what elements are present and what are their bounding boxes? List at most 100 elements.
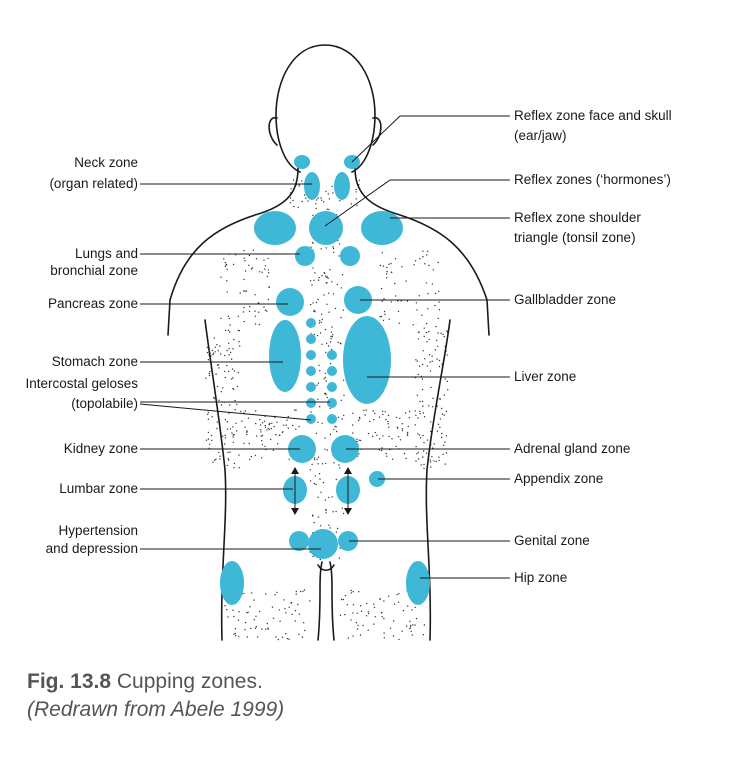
stipple-dot <box>240 410 242 413</box>
stipple-dot <box>259 271 261 273</box>
stipple-dot <box>256 636 259 638</box>
stipple-dot <box>216 421 219 423</box>
stipple-dot <box>320 248 322 250</box>
stipple-dot <box>313 310 315 313</box>
stipple-dot <box>328 198 331 200</box>
stipple-dot <box>319 558 321 561</box>
stipple-dot <box>328 208 330 211</box>
stipple-dot <box>340 287 343 289</box>
stipple-dot <box>309 600 311 602</box>
stipple-dot <box>438 456 440 458</box>
label-shoulder-sub: triangle (tonsil zone) <box>514 230 636 245</box>
stipple-dot <box>317 197 319 199</box>
stipple-dot <box>417 417 419 419</box>
stipple-dot <box>224 370 226 373</box>
stipple-dot <box>321 318 323 321</box>
stipple-dot <box>422 250 424 252</box>
stipple-dot <box>329 527 331 529</box>
stipple-dot <box>272 617 275 619</box>
stipple-dot <box>276 421 278 423</box>
stipple-dot <box>388 318 390 320</box>
stipple-dot <box>338 557 341 559</box>
stipple-dot <box>243 592 245 595</box>
stipple-dot <box>414 260 417 262</box>
stipple-dot <box>225 263 228 266</box>
stipple-dot <box>223 443 226 445</box>
stipple-dot <box>423 624 426 626</box>
stipple-dot <box>430 430 432 433</box>
stipple-dot <box>393 603 396 605</box>
stipple-dot <box>358 416 361 419</box>
stipple-dot <box>352 635 354 637</box>
cupping-zones-diagram: Neck zone (organ related) Lungs and bron… <box>25 44 672 641</box>
stipple-dot <box>322 481 325 484</box>
stipple-dot <box>444 441 446 443</box>
stipple-dot <box>329 433 332 436</box>
stipple-dot <box>224 376 226 379</box>
stipple-dot <box>246 636 248 638</box>
stipple-dot <box>328 524 330 526</box>
stipple-dot <box>341 418 343 420</box>
stipple-dot <box>367 432 370 435</box>
stipple-dot <box>338 243 341 245</box>
stipple-dot <box>226 609 228 611</box>
stipple-dot <box>228 348 230 350</box>
stipple-dot <box>327 193 329 195</box>
stipple-dot <box>268 423 270 425</box>
stipple-dot <box>429 459 431 461</box>
stipple-dot <box>282 431 284 433</box>
stipple-dot <box>418 434 421 436</box>
stipple-dot <box>416 394 418 396</box>
stipple-dot <box>267 628 269 630</box>
stipple-dot <box>379 598 381 600</box>
stipple-dot <box>443 414 445 416</box>
stipple-dot <box>321 463 324 465</box>
stipple-dot <box>373 419 375 421</box>
stipple-dot <box>365 602 368 605</box>
stipple-dot <box>207 438 210 440</box>
stipple-dot <box>227 370 230 373</box>
stipple-dot <box>401 630 403 632</box>
stipple-dot <box>314 457 316 459</box>
stipple-dot <box>430 386 432 389</box>
stipple-dot <box>317 382 320 384</box>
stipple-dot <box>275 636 277 638</box>
label-genital: Genital zone <box>514 533 590 548</box>
stipple-dot <box>312 214 314 216</box>
stipple-dot <box>428 405 430 407</box>
stipple-dot <box>265 593 267 595</box>
stipple-dot <box>340 399 342 401</box>
stipple-dot <box>401 428 403 430</box>
stipple-dot <box>238 467 240 469</box>
stipple-dot <box>352 604 355 606</box>
stipple-dot <box>384 411 386 413</box>
stipple-dot <box>224 265 227 268</box>
stipple-dot <box>236 403 238 406</box>
stipple-dot <box>232 426 234 428</box>
stipple-dot <box>238 611 240 613</box>
stipple-dot <box>251 267 254 269</box>
stipple-dot <box>410 630 412 632</box>
stipple-dot <box>421 388 424 391</box>
stipple-dot <box>446 330 448 332</box>
stipple-dot <box>315 199 318 201</box>
stipple-dot <box>391 458 394 460</box>
label-lungs-zone: Lungs and <box>75 246 138 261</box>
stipple-dot <box>325 462 327 465</box>
label-lungs-zone-sub: bronchial zone <box>50 263 138 278</box>
stipple-dot <box>255 258 258 260</box>
stipple-dot <box>226 464 228 467</box>
stipple-dot <box>382 265 385 267</box>
stipple-dot <box>293 205 295 208</box>
stipple-dot <box>250 627 252 630</box>
stipple-dot <box>228 459 230 461</box>
stipple-dot <box>409 627 411 630</box>
stipple-dot <box>226 364 228 367</box>
stipple-dot <box>233 615 235 618</box>
stipple-dot <box>207 411 209 414</box>
stipple-dot <box>423 335 425 338</box>
stipple-dot <box>260 431 262 433</box>
stipple-dot <box>290 602 292 604</box>
zone-liver <box>343 316 391 404</box>
label-hip: Hip zone <box>514 570 567 585</box>
